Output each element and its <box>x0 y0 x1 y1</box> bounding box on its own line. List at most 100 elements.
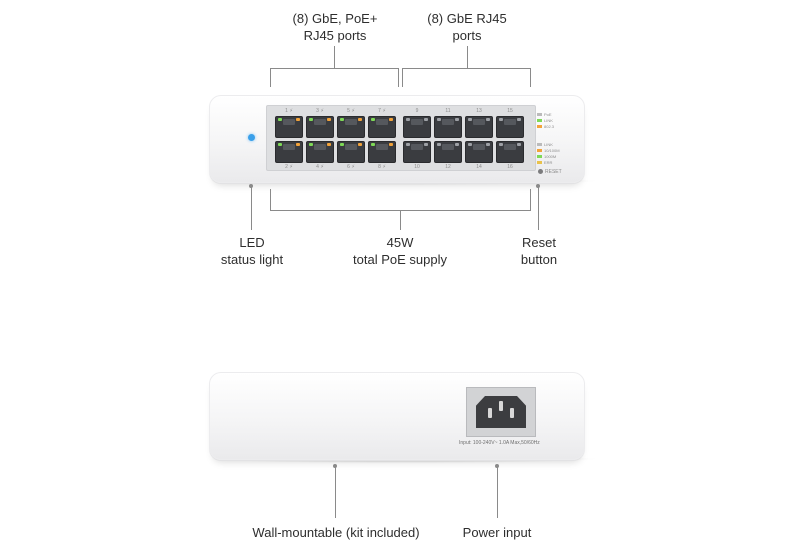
port-label-top: 1 ⚡ <box>285 108 293 114</box>
lead-reset <box>538 186 539 230</box>
legend-8023-label: 802.3 <box>544 124 555 129</box>
gbe-port-11 <box>434 116 462 138</box>
port-led-left <box>340 143 344 146</box>
port-led-left <box>499 118 503 121</box>
port-led-right <box>389 143 393 146</box>
legend-link2-label: LINK <box>544 142 553 147</box>
port-led-left <box>437 118 441 121</box>
bracket-poe-supply-vertical <box>400 210 401 230</box>
port-led-left <box>437 143 441 146</box>
callout-poe-supply: 45W total PoE supply <box>340 234 460 268</box>
bracket-gbe-right <box>530 68 531 87</box>
port-label-top: 7 ⚡ <box>378 108 386 114</box>
power-pin-right <box>510 408 514 418</box>
legend-err-label: ERR <box>544 160 553 165</box>
port-label-bottom: 4 ⚡ <box>316 164 324 170</box>
port-led-left <box>371 143 375 146</box>
poe-port-3 <box>306 116 334 138</box>
legend-link-label: LINK <box>544 118 553 123</box>
port-led-left <box>309 143 313 146</box>
callout-led-status: LED status light <box>202 234 302 268</box>
gbe-port-16 <box>496 141 524 163</box>
port-label-top: 15 <box>507 108 513 114</box>
port-led-right <box>358 143 362 146</box>
bracket-poe-right <box>398 68 399 87</box>
callout-gbe-ports: (8) GbE RJ45 ports <box>402 10 532 44</box>
legend-row-bot-1: LINK <box>537 142 553 147</box>
reset-label: RESET <box>545 169 562 175</box>
legend-row-bot-2: 10/100M <box>537 148 560 153</box>
gbe-port-9 <box>403 116 431 138</box>
port-label-bottom: 14 <box>476 164 482 170</box>
gbe-port-10 <box>403 141 431 163</box>
callout-gbe-ports-line1: (8) GbE RJ45 <box>427 11 507 26</box>
lead-wall-mount-dot <box>333 464 337 468</box>
power-pin-left <box>488 408 492 418</box>
lead-led-dot <box>249 184 253 188</box>
port-label-top: 13 <box>476 108 482 114</box>
port-led-right <box>296 143 300 146</box>
port-led-left <box>309 118 313 121</box>
port-led-right <box>455 143 459 146</box>
power-socket <box>476 396 526 428</box>
callout-wall-mount-line1: Wall-mountable (kit included) <box>252 525 420 540</box>
gbe-port-12 <box>434 141 462 163</box>
bracket-gbe-horizontal <box>402 68 531 69</box>
legend-row-top-3: 802.3 <box>537 124 554 129</box>
gbe-port-13 <box>465 116 493 138</box>
poe-port-6 <box>337 141 365 163</box>
port-label-bottom: 10 <box>414 164 420 170</box>
port-led-left <box>278 118 282 121</box>
port-label-top: 9 <box>415 108 419 114</box>
gbe-port-15 <box>496 116 524 138</box>
port-label-bottom: 2 ⚡ <box>285 164 293 170</box>
port-led-left <box>468 143 472 146</box>
poe-port-5 <box>337 116 365 138</box>
legend-row-top-2: LINK <box>537 118 553 123</box>
callout-gbe-ports-line2: ports <box>452 28 482 43</box>
bracket-poe-supply-right <box>530 189 531 211</box>
status-led <box>248 134 255 141</box>
port-label-top: 11 <box>445 108 451 114</box>
port-led-right <box>389 118 393 121</box>
power-rating-label: Input: 100-240V~ 1.0A Max,50/60Hz <box>459 440 540 446</box>
port-led-right <box>486 143 490 146</box>
port-led-left <box>499 143 503 146</box>
port-led-right <box>296 118 300 121</box>
port-led-left <box>406 118 410 121</box>
gbe-port-14 <box>465 141 493 163</box>
callout-power-input-line1: Power input <box>462 525 532 540</box>
port-led-left <box>468 118 472 121</box>
legend-poe-label: PoE <box>544 112 552 117</box>
port-label-bottom: 16 <box>507 164 513 170</box>
lead-wall-mount <box>335 466 336 518</box>
power-socket-frame <box>466 387 536 437</box>
reset-button[interactable] <box>538 169 543 174</box>
port-led-left <box>278 143 282 146</box>
callout-wall-mount: Wall-mountable (kit included) <box>236 524 436 541</box>
lead-reset-dot <box>536 184 540 188</box>
power-pin-center <box>499 401 503 411</box>
callout-poe-supply-line1: 45W <box>386 235 414 250</box>
callout-poe-ports-line1: (8) GbE, PoE+ <box>292 11 378 26</box>
port-label-bottom: 8 ⚡ <box>378 164 386 170</box>
port-led-right <box>424 118 428 121</box>
lead-power-input <box>497 466 498 518</box>
port-led-left <box>340 118 344 121</box>
poe-port-4 <box>306 141 334 163</box>
poe-port-8 <box>368 141 396 163</box>
port-led-right <box>327 143 331 146</box>
port-led-right <box>517 118 521 121</box>
bracket-poe-horizontal <box>270 68 399 69</box>
bracket-gbe-left <box>402 68 403 87</box>
port-label-bottom: 12 <box>445 164 451 170</box>
bracket-poe-vertical <box>334 46 335 68</box>
legend-row-bot-3: 1000M <box>537 154 556 159</box>
legend-row-bot-4: ERR <box>537 160 552 165</box>
poe-port-7 <box>368 116 396 138</box>
port-label-bottom: 6 ⚡ <box>347 164 355 170</box>
callout-led-line2: status light <box>220 252 284 267</box>
port-led-right <box>455 118 459 121</box>
